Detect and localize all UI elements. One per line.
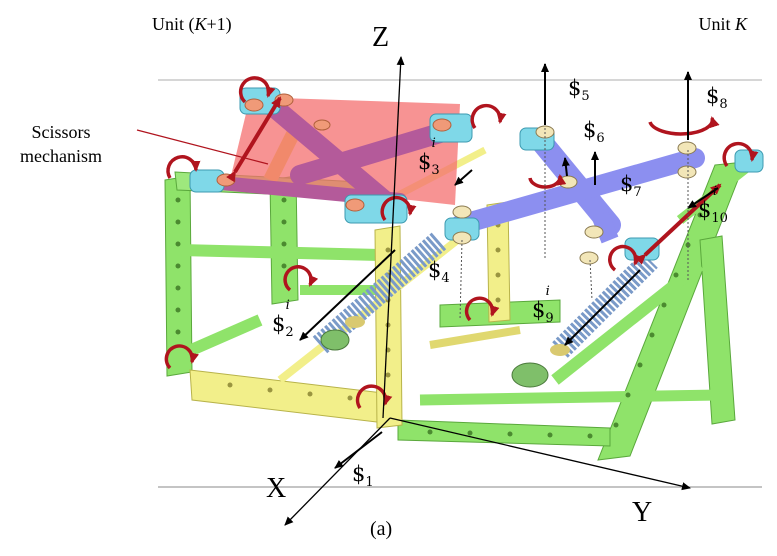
screw-label-10: $10i [698,184,728,227]
screw-label-2: $2i [272,298,294,341]
screw-label-1: $1 [352,462,374,491]
screw-label-9: $9i [532,284,554,327]
right-side-arrow [635,183,722,265]
screw-label-3: $3i [418,136,440,179]
z-axis-label: Z [372,22,390,53]
x-axis [284,417,391,526]
y-axis-label: Y [632,497,653,528]
left-spring-actuator [312,231,448,354]
z-axis [382,56,405,419]
x-axis-label: X [266,473,287,504]
blue-scissors-links [450,129,705,244]
unit-k-plus-1-label: Unit (K+1) [152,14,232,34]
left-side-arrow [226,96,282,183]
screw-label-5: $5 [568,76,590,105]
rotation-arrows [164,76,759,409]
screw-label-4: $4 [428,258,450,287]
unit-k-label: Unit K [698,14,747,34]
screw-dotted-lines [459,128,689,321]
screw-label-6: $6 [583,118,605,147]
scissors-pointer-line [136,129,269,165]
screw-label-7: $7 [620,172,642,201]
scissors-mechanism-label: Scissors mechanism [20,122,102,166]
screw-arrows [299,63,719,469]
figure-caption: (a) [370,518,393,540]
y-axis [389,417,691,491]
screw-label-8: $8 [706,84,728,113]
